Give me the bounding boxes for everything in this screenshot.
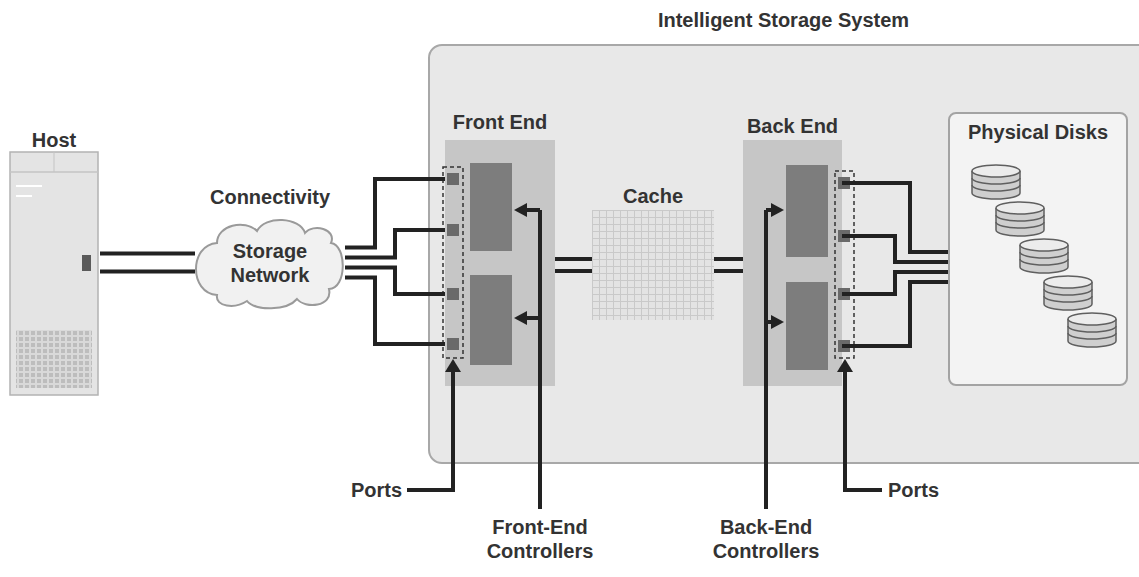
disk-symbol: [972, 165, 1020, 199]
leader-line: [524, 210, 540, 509]
leader-line: [407, 368, 453, 490]
disk-symbol: [1020, 239, 1068, 273]
leader-line: [766, 210, 774, 509]
disk-symbol: [996, 202, 1044, 236]
port-square: [447, 173, 459, 185]
server-vent: [16, 330, 92, 388]
front-end-band: Front End: [445, 110, 555, 386]
leader-line: [845, 368, 882, 490]
port-square: [447, 288, 459, 300]
controller-block: [470, 275, 512, 365]
arrow-head: [771, 315, 784, 329]
label-frame: Back-End Controllers: [701, 515, 831, 563]
arrow-head: [514, 311, 527, 325]
band-heading: Front End: [445, 110, 555, 140]
port-square: [838, 177, 850, 189]
cache-block: Cache: [592, 184, 714, 320]
storage-system: Intelligent Storage SystemFront EndCache…: [428, 8, 1139, 464]
connector-line: [555, 259, 592, 271]
host-label: Host: [8, 128, 100, 152]
port-square: [447, 224, 459, 236]
connector-line: [345, 179, 445, 344]
port-square: [447, 338, 459, 350]
label-frame: Ports: [888, 478, 960, 502]
port-square: [838, 288, 850, 300]
controller-block: [786, 282, 828, 370]
port-square: [838, 340, 850, 352]
back-end-band: Back End: [743, 114, 842, 386]
cloud-text-frame: Storage Network: [195, 215, 345, 310]
enclosure-heading: Physical Disks: [950, 114, 1126, 144]
server-slot: [82, 255, 91, 271]
server-detail: [16, 195, 32, 197]
disk-enclosure: Physical Disks: [948, 112, 1128, 386]
network-cloud: ConnectivityStorage Network: [195, 185, 345, 310]
band-heading: Back End: [743, 114, 842, 140]
host-node: Host: [8, 128, 100, 398]
server-body: [10, 152, 98, 395]
cache-heading: Cache: [592, 184, 714, 210]
port-square: [838, 230, 850, 242]
disk-symbol: [1044, 276, 1092, 310]
label-frame: Front-End Controllers: [475, 515, 605, 563]
callout-label: Ports: [888, 478, 960, 502]
controller-block: [786, 165, 828, 257]
cloud-shape: [195, 215, 345, 310]
server-detail: [16, 185, 42, 187]
server-edge: [10, 171, 98, 173]
arrow-head: [837, 359, 853, 372]
server-illustration: [10, 152, 98, 395]
connector-line: [100, 254, 195, 272]
arrow-head: [514, 203, 527, 217]
cloud-outline: [196, 220, 343, 308]
connector-line: [714, 259, 743, 271]
label-frame: Ports: [330, 478, 402, 502]
server-edge: [54, 152, 55, 172]
arrow-head: [771, 203, 784, 217]
callout-label: Back-End Controllers: [701, 515, 831, 563]
disk-symbol: [1068, 313, 1116, 347]
port-bracket: [835, 171, 854, 358]
band-fill: [743, 140, 842, 386]
port-bracket: [443, 167, 463, 358]
arrow-head: [445, 359, 461, 372]
callout-label: Ports: [330, 478, 402, 502]
band-fill: [445, 140, 555, 386]
controller-block: [470, 163, 512, 251]
system-title: Intelligent Storage System: [428, 8, 1139, 44]
cloud-label: Storage Network: [220, 239, 320, 287]
callout-label: Front-End Controllers: [475, 515, 605, 563]
cache-grid: [592, 210, 714, 320]
cloud-heading: Connectivity: [195, 185, 345, 215]
connector-line: [842, 183, 948, 346]
